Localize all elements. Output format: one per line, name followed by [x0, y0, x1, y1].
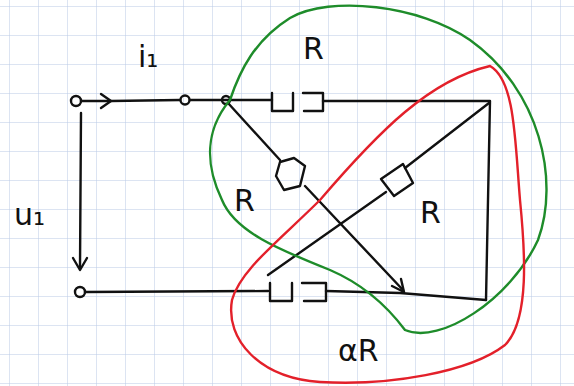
- wire: [228, 103, 280, 160]
- voltage-arrow: [73, 258, 87, 270]
- green-loop: [210, 6, 546, 333]
- current-arrow: [101, 94, 111, 108]
- resistor-label: αR: [338, 336, 379, 366]
- voltage-arrow: [80, 113, 81, 268]
- resistor-symbol: [276, 158, 305, 190]
- wire: [111, 100, 180, 101]
- wire: [85, 291, 268, 292]
- resistor-label: R: [420, 198, 441, 228]
- current-label: i₁: [138, 42, 158, 72]
- arrow-head: [392, 279, 404, 292]
- resistor-symbol: [272, 93, 293, 111]
- terminal: [181, 96, 190, 105]
- red-loop: [231, 66, 524, 383]
- wire: [405, 103, 489, 168]
- wire: [323, 101, 490, 300]
- wire: [81, 100, 110, 102]
- resistor-label: R: [234, 186, 255, 216]
- resistor-symbol: [270, 283, 292, 301]
- resistor-label: R: [303, 34, 324, 64]
- resistor-symbol: [302, 283, 326, 301]
- wire: [326, 291, 486, 300]
- voltage-label: u₁: [14, 200, 45, 230]
- terminal: [75, 287, 85, 297]
- terminal: [71, 96, 81, 106]
- resistor-symbol: [303, 93, 323, 111]
